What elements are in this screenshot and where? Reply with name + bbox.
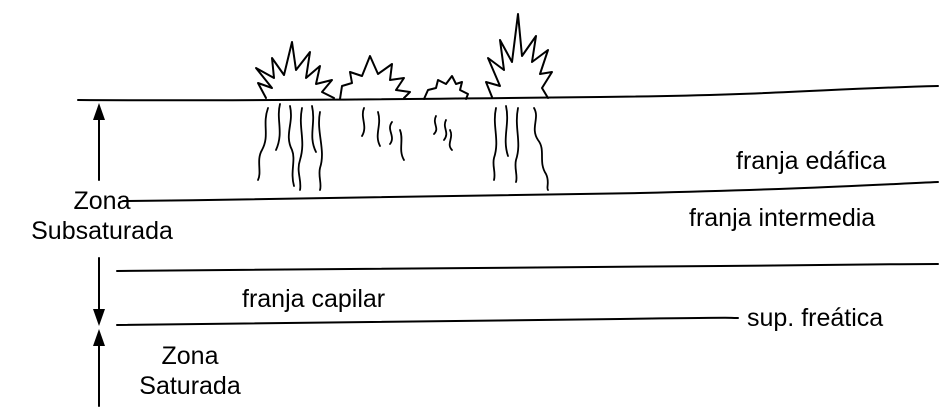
grass-tuft-icon xyxy=(485,13,553,99)
ground-surface-line xyxy=(77,85,939,102)
capillary-top-line xyxy=(116,263,939,272)
zona-subsaturada-line1: Zona xyxy=(73,187,131,215)
plant-roots xyxy=(257,103,549,191)
franja-edafica-label: franja edáfica xyxy=(736,147,887,175)
sup-freatica-label: sup. freática xyxy=(747,304,884,332)
grass-tuft-icon xyxy=(255,41,335,99)
zona-saturada-label: Zona Saturada xyxy=(120,341,260,401)
saturated-zone-arrow xyxy=(93,329,105,407)
water-table-line xyxy=(116,316,739,326)
grass-tuft-icon xyxy=(423,75,469,100)
subsaturated-zone-arrow xyxy=(93,103,105,326)
edaphic-base-line xyxy=(122,181,939,202)
zona-saturada-line1: Zona xyxy=(161,342,219,370)
grass-tuft-icon xyxy=(339,55,411,100)
zona-saturada-line2: Saturada xyxy=(139,372,241,400)
franja-capilar-label: franja capilar xyxy=(242,285,386,313)
franja-intermedia-label: franja intermedia xyxy=(689,204,876,232)
zona-subsaturada-label: Zona Subsaturada xyxy=(4,186,200,246)
zona-subsaturada-line2: Subsaturada xyxy=(31,217,173,245)
